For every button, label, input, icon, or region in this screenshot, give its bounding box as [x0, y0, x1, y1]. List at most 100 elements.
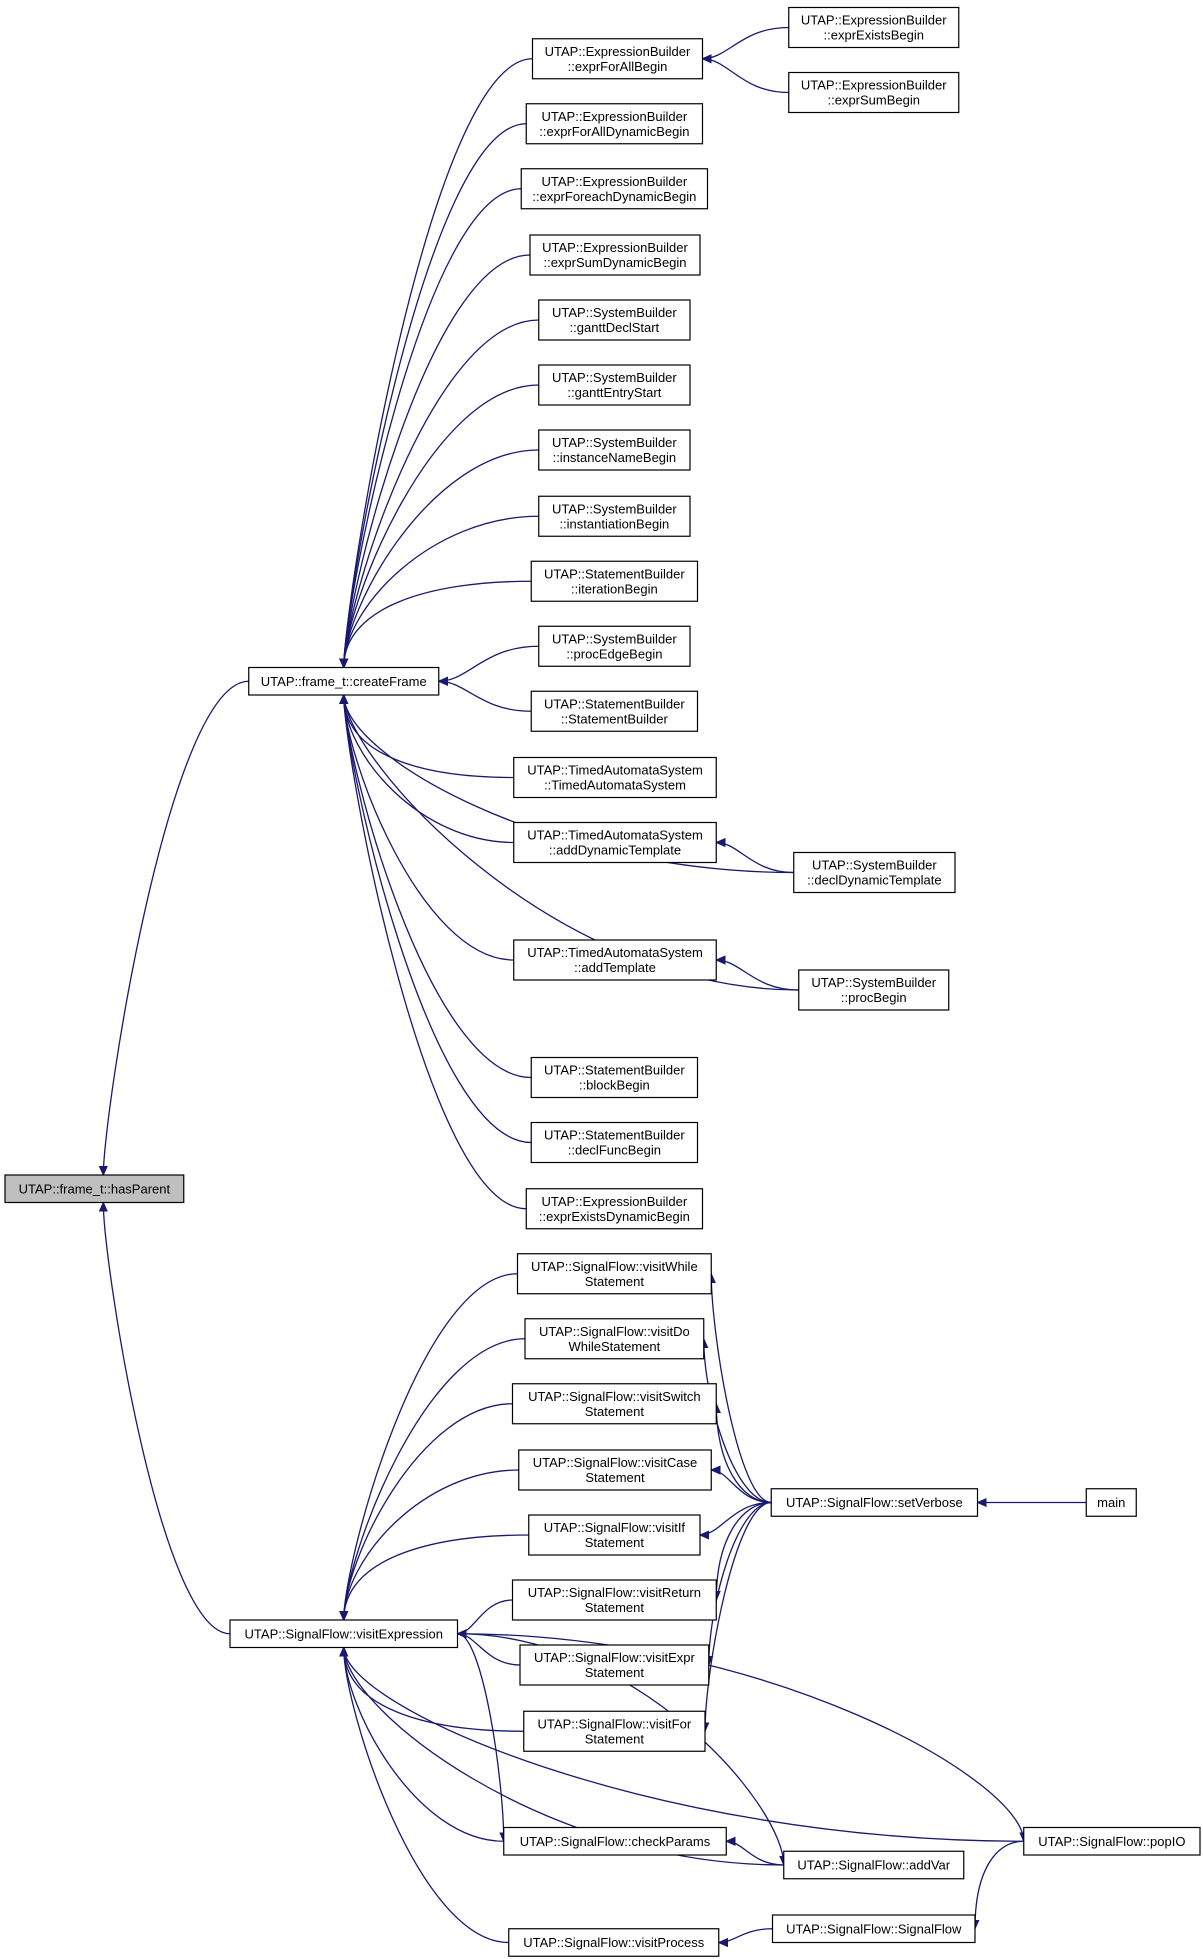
node-gantt-decl-start[interactable]: UTAP::SystemBuilder::ganttDeclStart: [538, 299, 691, 341]
node-box: [1085, 1488, 1137, 1517]
edge-instance-name-begin-to-create-frame: [344, 449, 539, 668]
node-label: Statement: [585, 1274, 645, 1289]
node-proc-begin[interactable]: UTAP::SystemBuilder::procBegin: [798, 969, 950, 1011]
node-iteration-begin[interactable]: UTAP::StatementBuilder::iterationBegin: [530, 560, 699, 602]
node-label: ::instantiationBegin: [559, 516, 669, 531]
node-box: [520, 168, 709, 210]
node-label: UTAP::SignalFlow::visitProcess: [523, 1935, 705, 1950]
node-box: [511, 1383, 717, 1425]
edge-expr-exists-dynamic-begin-to-create-frame: [344, 695, 527, 1210]
edge-proc-edge-begin-to-create-frame: [439, 645, 539, 681]
node-label: ::exprSumBegin: [828, 93, 921, 108]
edge-add-var-to-check-params: [726, 1841, 784, 1866]
node-label: Statement: [585, 1535, 645, 1550]
edge-expr-exists-begin-to-expr-for-all-begin: [703, 26, 789, 59]
node-visit-expression[interactable]: UTAP::SignalFlow::visitExpression: [229, 1619, 459, 1649]
node-instance-name-begin[interactable]: UTAP::SystemBuilder::instanceNameBegin: [538, 429, 691, 471]
edge-visit-if-statement-to-visit-expression: [344, 1534, 529, 1620]
node-label: UTAP::SignalFlow::setVerbose: [786, 1495, 963, 1510]
node-create-frame[interactable]: UTAP::frame_t::createFrame: [248, 666, 440, 696]
node-box: [538, 495, 691, 537]
node-add-var[interactable]: UTAP::SignalFlow::addVar: [783, 1850, 965, 1880]
edge-pop-io-to-visit-expression: [344, 1648, 1024, 1842]
node-box: [771, 1914, 976, 1944]
edge-visit-switch-statement-to-visit-expression: [344, 1403, 513, 1620]
node-expr-sum-begin[interactable]: UTAP::ExpressionBuilder::exprSumBegin: [788, 71, 960, 114]
node-expr-for-all-dynamic-begin[interactable]: UTAP::ExpressionBuilder::exprForAllDynam…: [525, 103, 704, 145]
node-label: UTAP::SignalFlow::visitDo: [539, 1324, 690, 1339]
node-statement-builder[interactable]: UTAP::StatementBuilder::StatementBuilder: [530, 690, 699, 732]
node-decl-dynamic-template[interactable]: UTAP::SystemBuilder::declDynamicTemplate: [793, 851, 956, 894]
node-box: [516, 1253, 712, 1295]
node-label: UTAP::SignalFlow::addVar: [797, 1858, 950, 1873]
node-box: [511, 1579, 717, 1621]
edge-visit-while-statement-to-visit-expression: [344, 1273, 518, 1620]
edge-set-verbose-to-visit-for-statement: [705, 1501, 772, 1732]
node-label: UTAP::frame_t::createFrame: [261, 674, 427, 689]
node-box: [538, 429, 691, 471]
node-pop-io[interactable]: UTAP::SignalFlow::popIO: [1023, 1826, 1201, 1856]
node-add-template[interactable]: UTAP::TimedAutomataSystem::addTemplate: [513, 939, 717, 981]
node-label: Statement: [585, 1731, 645, 1746]
node-proc-edge-begin[interactable]: UTAP::SystemBuilder::procEdgeBegin: [538, 625, 691, 667]
node-label: UTAP::SystemBuilder: [552, 305, 677, 320]
node-label: ::ganttDeclStart: [570, 320, 660, 335]
edge-visit-process-to-visit-expression: [344, 1648, 509, 1944]
node-label: main: [1097, 1495, 1125, 1510]
edge-gantt-entry-start-to-create-frame: [344, 384, 539, 668]
node-label: UTAP::SignalFlow::visitSwitch: [528, 1389, 700, 1404]
node-label: UTAP::StatementBuilder: [544, 1063, 685, 1078]
edge-visit-expression-to-has-parent: [103, 1203, 231, 1635]
node-gantt-entry-start[interactable]: UTAP::SystemBuilder::ganttEntryStart: [538, 364, 691, 406]
node-label: ::exprExistsDynamicBegin: [539, 1209, 690, 1224]
node-label: UTAP::SystemBuilder: [552, 631, 677, 646]
node-label: UTAP::SignalFlow::visitExpr: [534, 1650, 696, 1665]
node-label: ::instanceNameBegin: [553, 450, 677, 465]
node-box: [530, 1121, 699, 1164]
node-has-parent[interactable]: UTAP::frame_t::hasParent: [4, 1174, 185, 1204]
node-expr-exists-begin[interactable]: UTAP::ExpressionBuilder::exprExistsBegin: [788, 6, 960, 49]
edge-add-var-to-visit-expression: [344, 1648, 784, 1866]
node-decl-func-begin[interactable]: UTAP::StatementBuilder::declFuncBegin: [530, 1121, 699, 1164]
node-label: ::blockBegin: [579, 1078, 650, 1093]
node-label: WhileStatement: [568, 1339, 660, 1354]
node-label: ::exprForAllBegin: [568, 59, 668, 74]
node-instantiation-begin[interactable]: UTAP::SystemBuilder::instantiationBegin: [538, 495, 691, 537]
edge-check-params-to-visit-expression: [344, 1648, 504, 1842]
edge-set-verbose-to-visit-do-while-statement: [704, 1339, 772, 1504]
node-label: ::StatementBuilder: [561, 711, 669, 726]
node-expr-exists-dynamic-begin[interactable]: UTAP::ExpressionBuilder::exprExistsDynam…: [525, 1188, 704, 1230]
node-label: UTAP::SystemBuilder: [811, 975, 936, 990]
node-expr-for-all-begin[interactable]: UTAP::ExpressionBuilder::exprForAllBegin: [531, 38, 704, 80]
node-label: UTAP::SignalFlow::visitWhile: [531, 1259, 698, 1274]
node-signal-flow[interactable]: UTAP::SignalFlow::SignalFlow: [771, 1914, 976, 1944]
node-label: Statement: [585, 1470, 645, 1485]
node-label: UTAP::SignalFlow::visitIf: [544, 1520, 686, 1535]
node-label: ::TimedAutomataSystem: [544, 778, 686, 793]
node-expr-foreach-dynamic-begin[interactable]: UTAP::ExpressionBuilder::exprForeachDyna…: [520, 168, 709, 210]
node-set-verbose[interactable]: UTAP::SignalFlow::setVerbose: [770, 1488, 979, 1517]
node-block-begin[interactable]: UTAP::StatementBuilder::blockBegin: [530, 1056, 699, 1099]
edge-iteration-begin-to-create-frame: [344, 580, 532, 667]
node-box: [513, 756, 717, 799]
node-expr-sum-dynamic-begin[interactable]: UTAP::ExpressionBuilder::exprSumDynamicB…: [529, 234, 701, 276]
node-label: UTAP::SignalFlow::checkParams: [520, 1834, 711, 1849]
node-label: UTAP::SystemBuilder: [552, 501, 677, 516]
edge-add-dynamic-template-to-create-frame: [344, 695, 514, 844]
node-add-dynamic-template[interactable]: UTAP::TimedAutomataSystem::addDynamicTem…: [513, 821, 717, 864]
node-visit-process[interactable]: UTAP::SignalFlow::visitProcess: [508, 1928, 720, 1957]
node-timed-automata-system[interactable]: UTAP::TimedAutomataSystem::TimedAutomata…: [513, 756, 717, 799]
node-check-params[interactable]: UTAP::SignalFlow::checkParams: [503, 1826, 727, 1856]
node-label: UTAP::ExpressionBuilder: [545, 44, 691, 59]
node-main[interactable]: main: [1085, 1488, 1137, 1517]
node-label: UTAP::TimedAutomataSystem: [527, 945, 703, 960]
